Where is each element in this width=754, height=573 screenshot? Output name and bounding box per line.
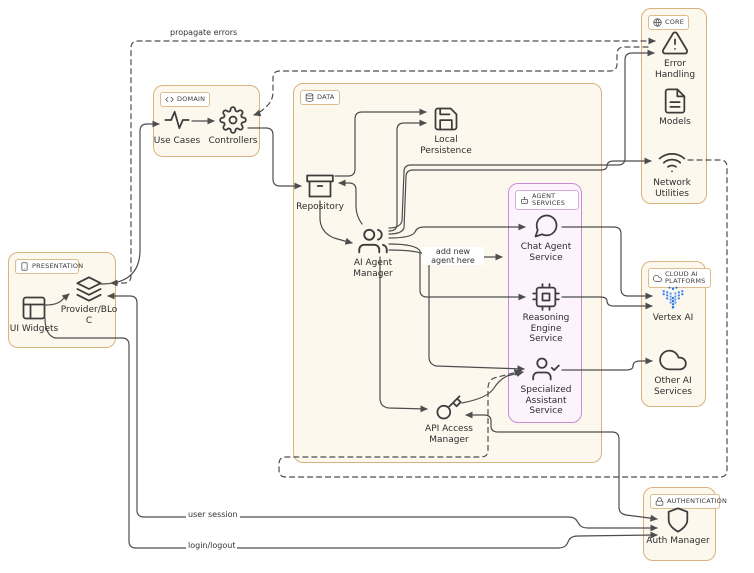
shield-icon — [667, 507, 689, 533]
node-vertex-ai: Vertex AI — [645, 283, 701, 324]
node-models: Models — [649, 87, 701, 128]
auth-manager-label: Auth Manager — [646, 536, 710, 546]
annotation-login-logout: login/logout — [186, 541, 238, 550]
models-label: Models — [659, 117, 691, 127]
wifi-icon — [658, 152, 686, 173]
user-check-icon — [532, 357, 560, 381]
node-ai-agent-manager: AI Agent Manager — [343, 226, 403, 279]
cloud-ai-label: CLOUD AI PLATFORMS — [665, 270, 706, 285]
smartphone-icon — [21, 262, 28, 271]
key-icon — [436, 395, 462, 420]
archive-icon — [306, 174, 334, 198]
container-presentation: PRESENTATION — [8, 252, 116, 348]
presentation-label: PRESENTATION — [32, 262, 84, 270]
node-repository: Repository — [285, 172, 355, 213]
save-icon — [434, 107, 458, 131]
alert-triangle-icon — [661, 31, 689, 55]
edge-ui-widgets-to-provider — [45, 293, 70, 306]
layout-icon — [22, 296, 46, 320]
reasoning-engine-service-label: Reasoning Engine Service — [522, 313, 570, 344]
file-icon — [664, 88, 686, 114]
api-access-manager-label: API Access Manager — [425, 424, 473, 445]
node-other-ai-services: Other AI Services — [645, 346, 701, 397]
layers-icon — [76, 276, 102, 302]
activity-icon — [164, 110, 190, 130]
node-auth-manager: Auth Manager — [634, 506, 722, 547]
node-error-handling: Error Handling — [649, 29, 701, 80]
node-chat-agent-service: Chat Agent Service — [516, 212, 576, 263]
edge-login-logout — [44, 317, 658, 549]
edge-ai-agent-manager-to-chat-agent — [388, 223, 526, 239]
authentication-label: AUTHENTICATION — [667, 497, 728, 505]
annotation-user-session: user session — [186, 510, 240, 519]
node-network-utilities: Network Utilities — [646, 148, 698, 199]
edge-user-session — [107, 292, 658, 532]
provider-bloc-label: Provider/BLoC — [60, 305, 118, 326]
network-utilities-label: Network Utilities — [653, 178, 691, 199]
chat-bubble-icon — [534, 214, 558, 238]
node-specialized-assistant-service: Specialized Assistant Service — [512, 355, 580, 417]
node-reasoning-engine-service: Reasoning Engine Service — [516, 283, 576, 345]
repository-label: Repository — [296, 202, 344, 212]
local-persistence-label: Local Persistence — [420, 135, 472, 156]
presentation-pill: PRESENTATION — [15, 259, 83, 274]
core-pill: CORE — [648, 15, 690, 30]
ai-agent-manager-label: AI Agent Manager — [353, 258, 393, 279]
annotation-add-new-agent: add new agent here — [422, 247, 484, 265]
edge-error-handling-to-provider-dashed — [110, 37, 656, 287]
cpu-icon — [532, 283, 560, 311]
gear-icon — [219, 106, 247, 134]
users-icon — [358, 228, 388, 254]
node-controllers: Controllers — [198, 106, 268, 147]
edge-error-handling-to-controllers-dashed — [253, 46, 649, 117]
vertex-ai-icon — [662, 286, 684, 309]
node-ui-widgets: UI Widgets — [0, 294, 74, 335]
vertex-ai-label: Vertex AI — [652, 313, 694, 323]
cloud-icon — [659, 349, 687, 371]
core-label: CORE — [665, 18, 685, 26]
controllers-label: Controllers — [208, 136, 258, 146]
other-ai-services-label: Other AI Services — [654, 376, 692, 397]
annotation-propagate-errors: propagate errors — [168, 28, 240, 37]
edge-api-access-auth-manager-bidirectional — [465, 411, 658, 522]
globe-icon — [653, 18, 662, 27]
node-provider-bloc: Provider/BLoC — [54, 275, 124, 326]
node-api-access-manager: API Access Manager — [415, 394, 483, 445]
edge-provider-to-use-cases — [100, 120, 160, 285]
edge-network-utilities-to-specialized-dashed — [278, 159, 728, 478]
ui-widgets-label: UI Widgets — [9, 324, 59, 334]
error-handling-label: Error Handling — [654, 59, 696, 80]
chat-agent-service-label: Chat Agent Service — [520, 242, 572, 263]
specialized-assistant-service-label: Specialized Assistant Service — [520, 385, 572, 416]
edge-ai-agent-manager-to-specialized-assistant — [388, 249, 525, 373]
cloud-ai-pill: CLOUD AI PLATFORMS — [648, 268, 711, 288]
node-local-persistence: Local Persistence — [406, 105, 486, 156]
